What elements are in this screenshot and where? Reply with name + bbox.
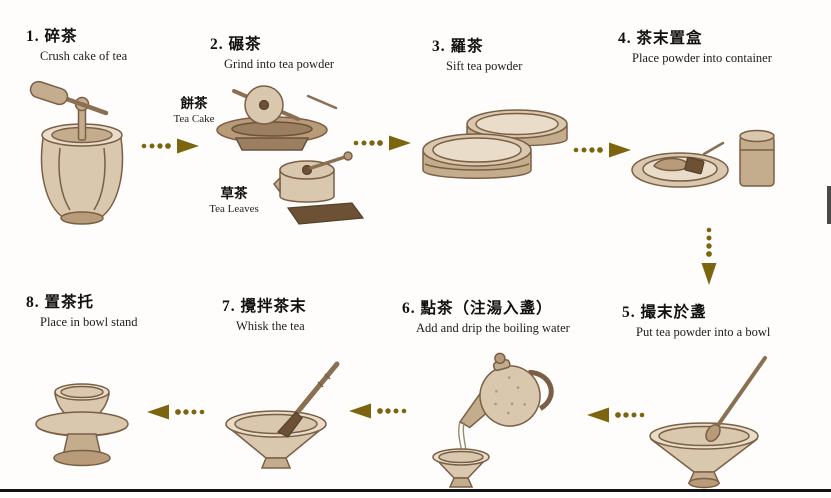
arrow-step5-to-step6 [587, 407, 645, 423]
mallet-icon [29, 80, 109, 116]
step-6-title: 6. 點茶（注湯入盞） [402, 300, 553, 317]
step-4-subtitle: Place powder into container [632, 51, 772, 65]
step-5-subtitle: Put tea powder into a bowl [636, 325, 771, 339]
crush-tea-illustration [29, 80, 124, 225]
bowl-stand-icon [35, 411, 129, 467]
step-3: 3. 羅茶 Sift tea powder [432, 34, 522, 74]
sieve-front [422, 133, 532, 179]
step-1-subtitle: Crush cake of tea [40, 49, 128, 63]
scoop-powder-illustration [649, 356, 767, 489]
step-1-title: 1. 碎茶 [26, 28, 78, 45]
step-5: 5. 撮末於盞 Put tea powder into a bowl [622, 300, 770, 340]
step-3-title: 3. 羅茶 [432, 38, 484, 55]
tea-leaf-mill [273, 151, 365, 225]
powder-plate [631, 141, 729, 188]
bottom-border [0, 489, 831, 492]
step-8-title: 8. 置茶托 [26, 294, 95, 311]
step-7-subtitle: Whisk the tea [236, 319, 305, 333]
arrow-step4-to-step5 [701, 227, 717, 285]
pour-water-illustration [432, 352, 554, 488]
tea-cake-grinder [216, 85, 338, 151]
step-6: 6. 點茶（注湯入盞） Add and drip the boiling wat… [402, 296, 570, 336]
sieve-back [466, 109, 568, 147]
step-5-title: 5. 撮末於盞 [622, 304, 707, 321]
step-4: 4. 茶末置盒 Place powder into container [618, 26, 772, 66]
step-2-title: 2. 碾茶 [210, 36, 262, 53]
tea-leaves-label-en: Tea Leaves [209, 203, 259, 215]
step-4-title: 4. 茶末置盒 [618, 30, 703, 47]
sift-tea-illustration [422, 109, 568, 179]
whisk-tea-illustration [224, 361, 340, 469]
grind-tea-illustration [216, 85, 365, 225]
tea-cup-icon [432, 448, 490, 488]
tea-cake-label: 餅茶 Tea Cake [156, 92, 232, 125]
step-8: 8. 置茶托 Place in bowl stand [26, 290, 138, 330]
water-stream [458, 421, 463, 453]
arrow-step1-to-step2 [141, 138, 199, 154]
step-1: 1. 碎茶 Crush cake of tea [26, 24, 127, 64]
step-6-subtitle: Add and drip the boiling water [416, 321, 570, 335]
arrow-step6-to-step7 [349, 403, 407, 419]
tea-leaves-label: 草茶 Tea Leaves [196, 182, 272, 215]
step-3-subtitle: Sift tea powder [446, 59, 523, 73]
arrow-step7-to-step8 [147, 404, 205, 420]
powder-container-illustration [631, 129, 775, 188]
tea-spoon-icon [705, 356, 767, 443]
step-7: 7. 攪拌茶末 Whisk the tea [222, 294, 307, 334]
bowl-stand-illustration [35, 383, 129, 467]
arrow-step2-to-step3 [353, 135, 411, 151]
step-7-title: 7. 攪拌茶末 [222, 298, 307, 315]
scan-artifact [827, 186, 831, 224]
step-8-subtitle: Place in bowl stand [40, 315, 138, 329]
tea-whisk-icon [277, 361, 340, 438]
ewer-icon [458, 352, 554, 429]
step-2-subtitle: Grind into tea powder [224, 57, 335, 71]
step-2: 2. 碾茶 Grind into tea powder [210, 32, 334, 72]
powder-canister [739, 129, 775, 187]
tea-cake-label-zh: 餅茶 [180, 96, 208, 111]
tea-leaves-label-zh: 草茶 [220, 186, 248, 201]
tea-cake-label-en: Tea Cake [173, 113, 215, 125]
arrow-step3-to-step4 [573, 142, 631, 158]
